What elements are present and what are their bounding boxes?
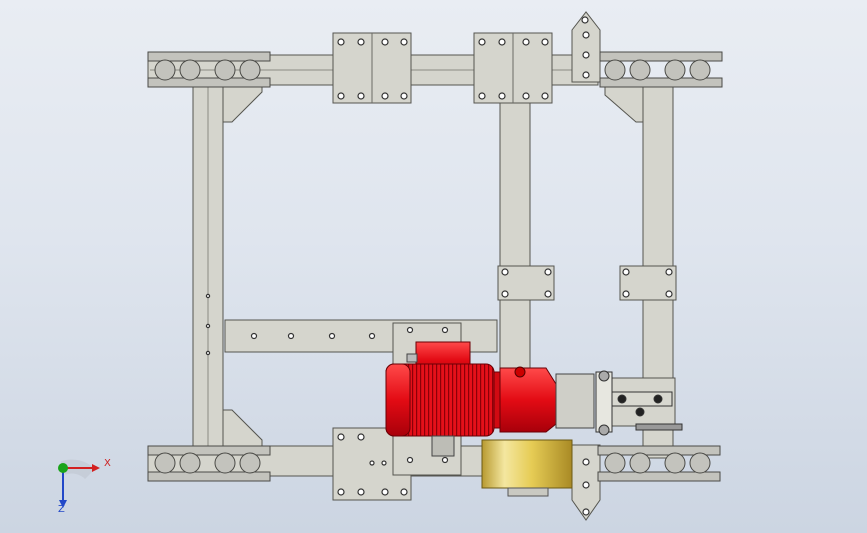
tensioner-assembly bbox=[595, 370, 683, 436]
axis-triad-icon bbox=[58, 459, 100, 508]
gusset-top-right bbox=[604, 84, 644, 123]
middle-upright bbox=[499, 81, 531, 383]
chain-bottom-right bbox=[597, 445, 721, 482]
axis-triad: X Z bbox=[46, 452, 116, 516]
drive-roller bbox=[481, 439, 573, 497]
gusset-bottom-left bbox=[222, 409, 263, 447]
chain-bottom-left bbox=[147, 445, 271, 482]
gusset-top-left bbox=[222, 84, 263, 123]
chain-top-right bbox=[599, 51, 723, 88]
gearbox bbox=[499, 367, 557, 433]
chain-top-left bbox=[147, 51, 271, 88]
axis-x-label: X bbox=[104, 458, 111, 469]
axis-z-label: Z bbox=[58, 504, 65, 515]
gear-motor bbox=[385, 341, 595, 457]
